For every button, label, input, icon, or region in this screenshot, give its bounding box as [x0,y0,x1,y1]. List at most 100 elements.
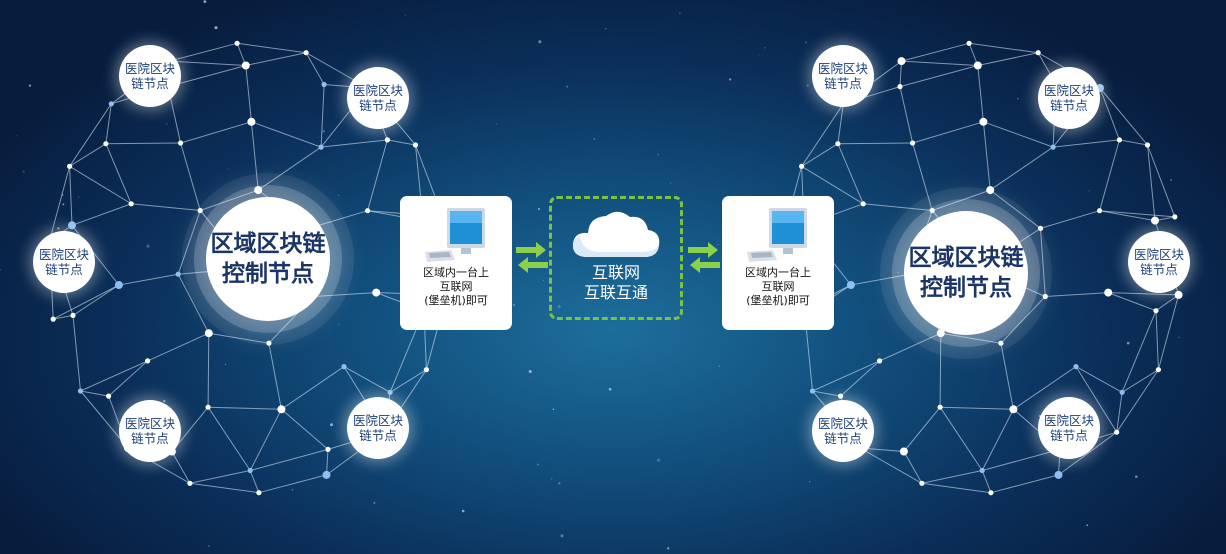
mesh-link [989,189,1041,229]
mesh-node [108,101,114,107]
mesh-link [69,165,132,205]
star [0,269,2,271]
star [430,193,432,195]
mesh-node [899,447,908,456]
star [585,229,587,231]
mesh-link [208,332,269,344]
mesh-node [178,140,184,146]
hospital-node-label-line1: 医院区块 [1133,247,1184,262]
mesh-node [50,316,56,322]
star [550,477,553,480]
mesh-node [1050,144,1056,150]
mesh-link [840,360,880,397]
star [203,0,207,3]
arrow-left-icon [690,257,720,273]
mesh-link [237,42,307,54]
mesh-node [114,281,123,289]
mesh-link [69,166,73,226]
mesh-link [982,448,1061,471]
mesh-link [837,103,844,144]
mesh-link [108,360,148,397]
star [291,488,294,491]
mesh-node [103,141,109,147]
mesh-link [1157,294,1180,370]
mesh-link [921,470,983,484]
star [78,196,80,198]
bastion-card-right: 区域内一台上 互联网 (堡垒机)即可 [722,196,834,330]
star [330,423,333,427]
mesh-node [387,389,393,395]
mesh-link [982,121,991,191]
mesh-node [318,144,324,150]
mesh-node [919,480,925,486]
star [322,129,325,133]
mesh-node [1035,50,1041,56]
star [57,227,60,230]
mesh-link [200,189,259,211]
hospital-node-label-line2: 链节点 [824,431,862,446]
mesh-node [67,163,73,169]
mesh-link [249,409,282,471]
star [338,323,340,325]
mesh-node [205,404,211,410]
mesh-link [1099,87,1148,146]
control-node-label-line2: 控制节点 [920,275,1012,301]
star [729,78,732,81]
mesh-link [1045,292,1109,297]
star [600,310,602,312]
mesh-node [986,186,995,195]
mesh-link [1116,392,1123,433]
mesh-node [910,140,916,146]
mesh-node [325,446,331,452]
mesh-link [912,121,984,144]
hospital-node-label-line1: 医院区块 [817,416,868,431]
bastion-card-label-line1: 区域内一台上 [745,266,811,279]
hospital-node-left-bottom: 医院区块 链节点 [119,400,181,462]
mesh-node [809,388,816,394]
hospital-node-left-topright: 医院区块 链节点 [347,67,409,129]
star [968,75,970,77]
mesh-node [1073,364,1079,370]
mesh-link [387,139,416,146]
mesh-link [208,406,282,410]
mesh-link [863,203,933,211]
hospital-node-label-line1: 医院区块 [1043,83,1094,98]
mesh-link [1075,366,1123,393]
mesh-link [169,60,246,66]
mesh-node [988,490,994,496]
mesh-node [877,358,883,364]
star [528,369,532,374]
mesh-link [981,409,1014,471]
internet-label-line2: 互联互通 [583,283,648,302]
mesh-link [177,210,201,275]
mesh-link [1099,87,1120,141]
star [608,387,612,391]
star [1017,98,1019,100]
mesh-node [1009,405,1018,414]
mesh-link [921,482,991,494]
mesh-node [897,57,906,66]
mesh-link [899,65,978,88]
computer-icon [747,208,807,262]
mesh-link [932,189,991,211]
mesh-node [838,393,844,399]
star [667,547,670,550]
mesh-node [266,340,272,346]
mesh-link [1121,310,1157,393]
star [566,85,569,88]
mesh-node [1151,216,1159,225]
mesh-link [268,343,282,410]
control-node-label-line2: 控制节点 [222,261,314,287]
mesh-link [320,84,325,148]
mesh-link [859,447,923,484]
mesh-link [989,146,1054,191]
mesh-node [234,40,240,46]
star [809,481,811,483]
mesh-link [812,390,841,397]
hospital-node-label-line2: 链节点 [824,76,862,91]
mesh-link [1075,366,1118,433]
star [461,509,465,513]
mesh-link [879,332,942,362]
star [560,534,564,538]
hospital-node-label-line1: 医院区块 [124,61,175,76]
